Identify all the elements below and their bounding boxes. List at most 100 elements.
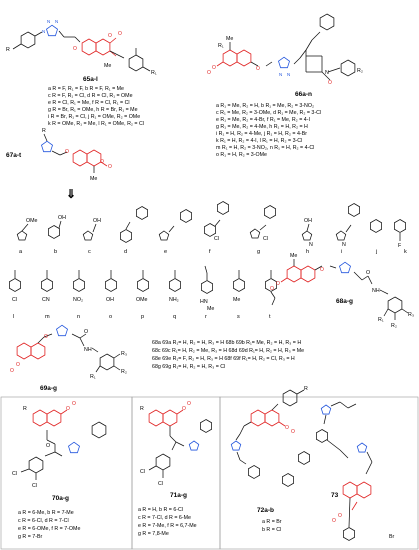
compound-70-substituent-table: a R = 6-Me, b R = 7-Me c R = 6-Cl, d R =… (18, 510, 80, 540)
compound-68-nh-label: NH (372, 288, 380, 294)
svg-text:d: d (124, 249, 127, 255)
compound-71-substituent-table: a R = H, b R = 6-Cl c R = 7-Cl, d R = 6-… (138, 507, 197, 537)
compound-71-cl-2-label: Cl (158, 481, 163, 487)
svg-text:e R = 6-OMe, f R = 7-OMe: e R = 6-OMe, f R = 7-OMe (18, 526, 80, 532)
svg-text:e: e (164, 249, 167, 255)
compound-71-label: 71a-g (170, 492, 187, 499)
compound-71-structure: O O R Cl Cl 71a-g (140, 401, 213, 499)
svg-text:68c 69c R₁= H, R₂ = Me, R₃ = H: 68c 69c R₁= H, R₂ = Me, R₃ = H 68d 69d R… (152, 348, 304, 354)
svg-text:e R = 7-Me, f R = 6,7-Me: e R = 7-Me, f R = 6,7-Me (138, 523, 197, 529)
svg-text:a: a (19, 249, 23, 255)
svg-text:N: N (279, 72, 282, 77)
compound-69-r3-label: R₃ (121, 351, 127, 357)
svg-text:q: q (173, 314, 176, 320)
svg-text:o R₁ = H, R₂ = 3-OMe: o R₁ = H, R₂ = 3-OMe (216, 152, 267, 158)
compound-68-r3-label: R₃ (408, 312, 414, 318)
compound-70-r-label: R (23, 406, 27, 412)
svg-text:68g 69g R₁= H, R₂ = H, R₃ = Cl: 68g 69g R₁= H, R₂ = H, R₃ = Cl (152, 364, 225, 370)
compound-66-label: 66a-n (295, 91, 312, 98)
svg-text:O: O (207, 70, 211, 76)
r-groups-row-2: Cl CN NO₂ OH OMe NH₂ HN Me Me l m n o p … (8, 265, 278, 320)
svg-text:HN: HN (200, 299, 208, 305)
svg-text:O: O (276, 281, 280, 287)
compound-72-label: 72a-b (257, 507, 274, 514)
svg-text:O: O (187, 401, 191, 407)
svg-text:OH: OH (58, 215, 66, 221)
svg-text:N: N (55, 19, 58, 24)
svg-text:Me: Me (207, 306, 214, 312)
svg-text:g R = 7,8-Me: g R = 7,8-Me (138, 531, 169, 537)
svg-text:a R₁ = Me, R₂ = H, b: a R₁ = Me, R₂ = H, b R₁ = Me, R₂ = 3-NO₂ (216, 103, 314, 109)
svg-text:NH₂: NH₂ (169, 297, 179, 303)
svg-text:c R₁ = Me, R₂ = 3-OMe, d: c R₁ = Me, R₂ = 3-OMe, d R₁ = Me, R₂ = 3… (216, 110, 321, 116)
compound-66-substituent-table: a R₁ = Me, R₂ = H, b R₁ = Me, R₂ = 3-NO₂… (216, 103, 321, 158)
compound-69-nh-label: NH (84, 347, 92, 353)
svg-text:F: F (398, 243, 402, 249)
compound-68-r1-label: R₁ (378, 317, 384, 323)
svg-text:O: O (320, 267, 324, 273)
svg-text:OMe: OMe (136, 297, 148, 303)
svg-text:O: O (65, 149, 69, 155)
compound-73-br-label: Br (389, 534, 395, 540)
compound-67-label: 67a-t (6, 152, 22, 159)
svg-text:O: O (108, 164, 112, 170)
svg-text:c R = 6-Cl, d R = 7-Cl: c R = 6-Cl, d R = 7-Cl (18, 518, 69, 524)
svg-text:k R₁ = H, R₂ = 4-I, l: k R₁ = H, R₂ = 4-I, l R₁ = H, R₂ = 3-Cl (216, 138, 302, 144)
svg-text:k: k (404, 249, 407, 255)
compound-68-structure: O O O O Me NH R₁ R₂ R₃ 68a-g (270, 253, 414, 329)
svg-text:e R₁ = Me, R₂ = 4-Br, f: e R₁ = Me, R₂ = 4-Br, f R₁ = Me, R₂ = 4-… (216, 117, 310, 123)
svg-text:O: O (72, 401, 76, 407)
svg-text:O: O (46, 443, 50, 449)
svg-text:NO₂: NO₂ (73, 297, 83, 303)
svg-text:i R = Br, R₁ = Cl, j R₁ = O: i R = Br, R₁ = Cl, j R₁ = OMe, R₂ = OMe (48, 114, 140, 120)
svg-text:p: p (141, 314, 144, 320)
svg-text:O: O (338, 513, 342, 519)
svg-text:a R = F, R₁ = F, b R = F,: a R = F, R₁ = F, b R = F, R₁ = Me (48, 86, 124, 92)
svg-text:Cl: Cl (214, 236, 219, 242)
compound-65-r-label: R (6, 47, 10, 53)
svg-text:Cl: Cl (263, 236, 268, 242)
svg-text:c R = F, R₁ = Cl, d R = Cl: c R = F, R₁ = Cl, d R = Cl, R₁ = OMe (48, 93, 133, 99)
compound-67-structure: O O O R Me 67a-t (6, 128, 112, 182)
svg-text:i: i (341, 249, 342, 255)
compound-66-r2-label: R₂ (357, 68, 363, 74)
svg-text:N: N (47, 19, 50, 24)
svg-text:OMe: OMe (26, 218, 38, 224)
svg-text:e R = Cl, R₁ = Me, f R = Cl: e R = Cl, R₁ = Me, f R = Cl, R₁ = Cl (48, 100, 130, 106)
svg-text:c: c (88, 249, 91, 255)
svg-text:O: O (328, 80, 332, 86)
svg-text:O: O (366, 270, 370, 276)
svg-text:g: g (257, 249, 260, 255)
compound-69-r1-label: R₁ (90, 374, 96, 380)
svg-text:O: O (256, 66, 260, 72)
compound-73-label: 73 (331, 492, 339, 499)
svg-text:Cl: Cl (12, 297, 17, 303)
svg-text:a R = 6-Me, b R = 7-Me: a R = 6-Me, b R = 7-Me (18, 510, 74, 516)
svg-text:O: O (84, 329, 88, 335)
svg-text:O: O (73, 46, 77, 52)
svg-text:O: O (16, 362, 20, 368)
svg-text:Me: Me (233, 297, 240, 303)
svg-text:68e 69e R₁= F, R₂ = H, R₃ = H: 68e 69e R₁= F, R₂ = H, R₃ = H 68f 69f R₁… (152, 356, 295, 362)
svg-text:O: O (182, 406, 186, 412)
svg-text:h: h (306, 249, 309, 255)
compound-72-substituent-table: a R = Br b R = Cl (262, 519, 282, 533)
compound-71-r-label: R (140, 406, 144, 412)
svg-text:O: O (100, 159, 104, 165)
svg-text:b R = Cl: b R = Cl (262, 527, 281, 533)
svg-text:l: l (13, 314, 14, 320)
compound-72-structure: O O R 72a-b (230, 386, 308, 514)
compound-68-label: 68a-g (336, 298, 353, 305)
compound-68-69-substituent-table: 68a 69a R₁= H, R₂ = H, R₃ = H 68b 69b R₁… (152, 340, 304, 370)
compound-68-r2-label: R₂ (391, 323, 397, 329)
svg-text:j: j (375, 249, 377, 255)
svg-text:O: O (285, 425, 289, 431)
svg-text:O: O (66, 406, 70, 412)
compound-71-cl-1-label: Cl (140, 469, 145, 475)
svg-text:c R = 7-Cl, d R = 6-Me: c R = 7-Cl, d R = 6-Me (138, 515, 191, 521)
svg-text:O: O (10, 368, 14, 374)
svg-text:CN: CN (42, 297, 50, 303)
compound-67-r-label: R (42, 128, 46, 134)
compound-69-structure: O O O O NH R₁ R₂ R₃ 69a-g (10, 324, 127, 392)
